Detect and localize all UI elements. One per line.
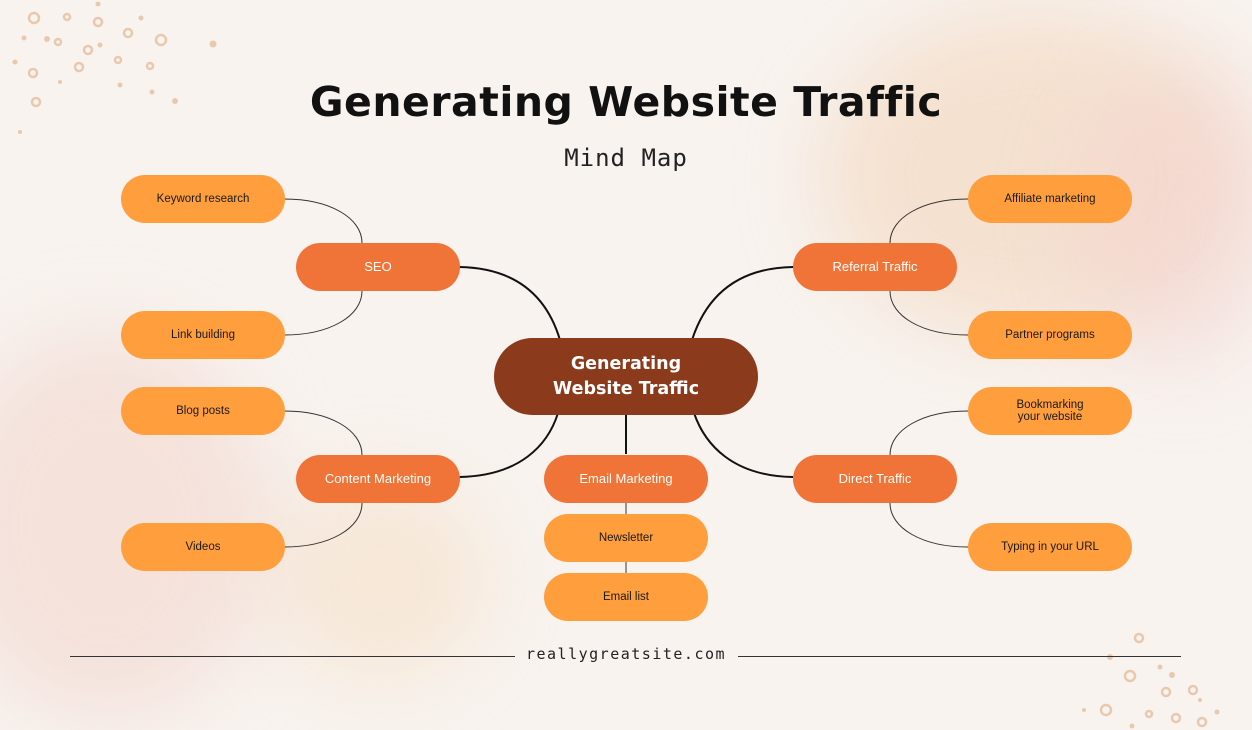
- footer-divider-left: [70, 656, 515, 657]
- connector-seo-link-building: [283, 290, 363, 336]
- connector-direct-bookmarking: [889, 410, 969, 456]
- page-subtitle: Mind Map: [564, 144, 688, 172]
- category-node-referral-traffic: Referral Traffic: [793, 243, 957, 291]
- leaf-node-link-building: Link building: [121, 311, 285, 359]
- category-node-direct-traffic: Direct Traffic: [793, 455, 957, 503]
- leaf-node-keyword-research: Keyword research: [121, 175, 285, 223]
- page-title: Generating Website Traffic: [309, 78, 943, 126]
- leaf-node-videos: Videos: [121, 523, 285, 571]
- connector-center-direct-traffic: [693, 412, 794, 478]
- footer-divider-right: [738, 656, 1181, 657]
- connector-center-referral-traffic: [691, 266, 794, 341]
- connector-center-seo: [458, 266, 561, 341]
- connector-content-videos: [283, 502, 363, 548]
- connector-content-blog-posts: [283, 410, 363, 456]
- leaf-node-blog-posts: Blog posts: [121, 387, 285, 435]
- category-node-email-marketing: Email Marketing: [544, 455, 708, 503]
- leaf-node-newsletter: Newsletter: [544, 514, 708, 562]
- category-node-seo: SEO: [296, 243, 460, 291]
- connector-center-content-marketing: [458, 412, 559, 478]
- leaf-node-email-list: Email list: [544, 573, 708, 621]
- connector-referral-partner: [889, 290, 969, 336]
- leaf-node-typing-url: Typing in your URL: [968, 523, 1132, 571]
- leaf-node-bookmarking: Bookmarking your website: [968, 387, 1132, 435]
- connector-referral-affiliate: [889, 198, 969, 244]
- leaf-node-affiliate-marketing: Affiliate marketing: [968, 175, 1132, 223]
- connector-seo-keyword-research: [283, 198, 363, 244]
- footer-website: reallygreatsite.com: [525, 645, 727, 663]
- category-node-content-marketing: Content Marketing: [296, 455, 460, 503]
- leaf-node-partner-programs: Partner programs: [968, 311, 1132, 359]
- connector-direct-typing-url: [889, 502, 969, 548]
- central-node: Generating Website Traffic: [494, 338, 758, 415]
